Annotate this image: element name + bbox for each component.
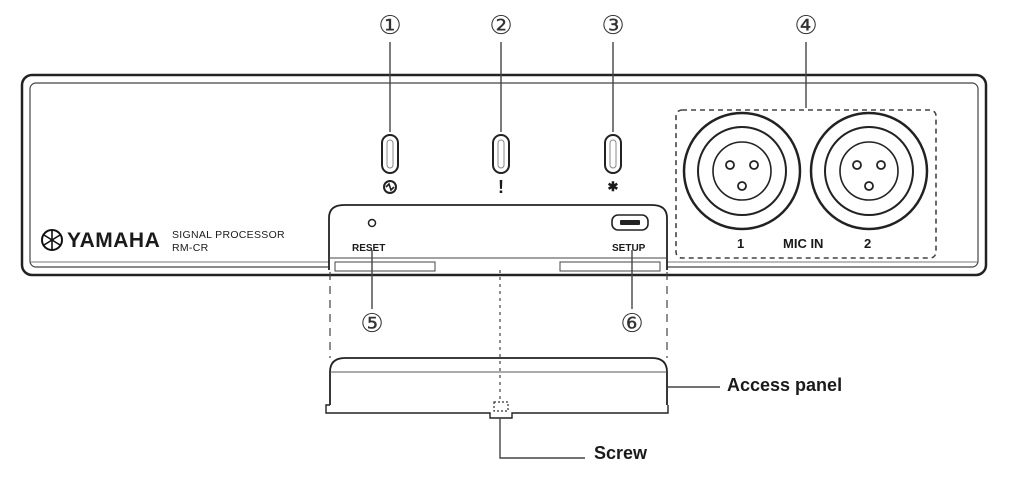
callout-1: ①	[378, 11, 402, 41]
access-panel-label: Access panel	[727, 375, 843, 395]
device-body	[20, 73, 988, 277]
mic-in-2-label: 2	[864, 236, 872, 251]
device-model: RM-CR	[172, 242, 209, 254]
reset-label: RESET	[352, 243, 386, 254]
mic-in-1-label: 1	[737, 236, 745, 251]
power-icon	[383, 180, 397, 194]
brand-logo-text: YAMAHA	[67, 229, 161, 252]
screw-head	[493, 401, 509, 412]
setup-label: SETUP	[612, 243, 646, 254]
callout-6: ⑥	[617, 309, 647, 339]
mic-in-label: MIC IN	[783, 236, 824, 251]
callout-4: ④	[794, 11, 818, 41]
callout-2: ②	[489, 11, 513, 41]
callout-3: ③	[601, 11, 625, 41]
callout-5: ⑤	[357, 309, 387, 339]
xlr-connector-1	[682, 111, 802, 231]
access-panel-opening	[328, 204, 668, 270]
led-power	[381, 134, 399, 174]
yamaha-emblem-icon	[41, 229, 63, 251]
led-bluetooth	[604, 134, 622, 174]
led-alert	[492, 134, 510, 174]
alert-icon: !	[498, 177, 504, 197]
reset-hole	[367, 218, 377, 228]
bluetooth-icon: ✱	[607, 179, 619, 194]
mic-in-group-outline	[675, 109, 937, 259]
device-name-line1: SIGNAL PROCESSOR	[172, 229, 285, 241]
screw-label: Screw	[594, 443, 648, 463]
access-panel	[329, 357, 668, 405]
xlr-connector-2	[809, 111, 929, 231]
